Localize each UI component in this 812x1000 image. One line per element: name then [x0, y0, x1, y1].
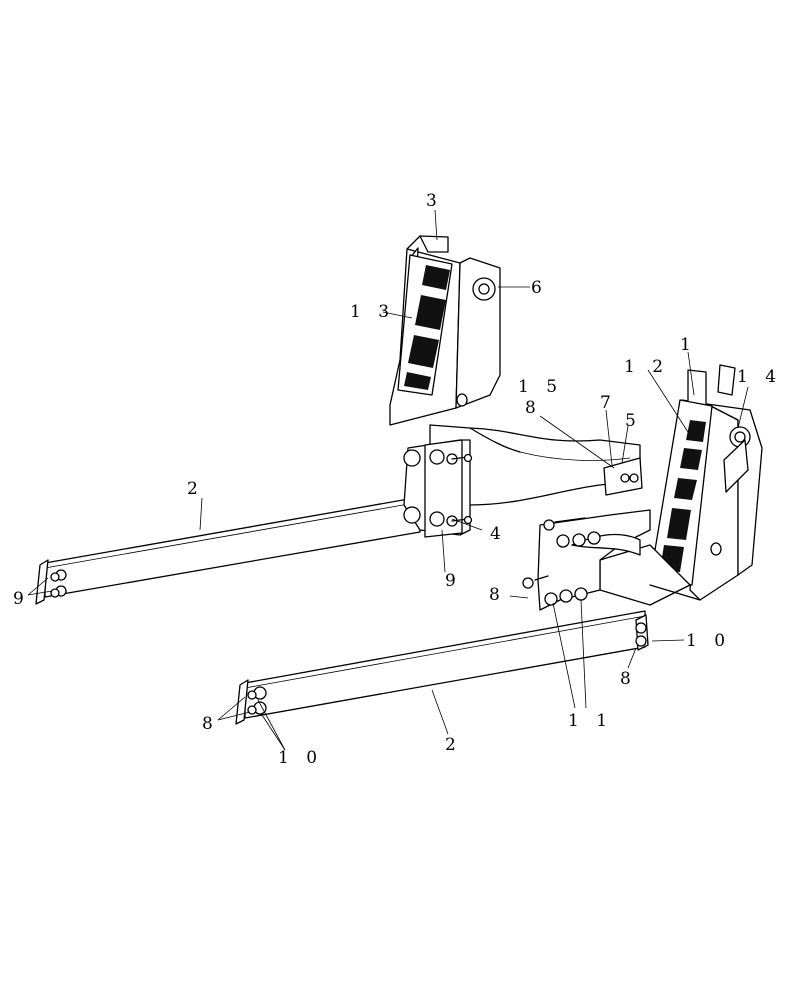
label-9-left: 9: [13, 589, 30, 609]
label-6: 6: [531, 278, 548, 298]
label-7: 7: [600, 393, 617, 413]
label-13: 1 3: [350, 302, 395, 322]
left-upright: [389, 235, 641, 506]
label-14: 1 4: [737, 367, 782, 387]
label-3: 3: [426, 191, 443, 211]
leader-lines: [27, 209, 749, 751]
label-2-upper: 2: [187, 479, 204, 499]
label-12: 1 2: [624, 357, 669, 377]
label-8-mid: 8: [489, 585, 506, 605]
right-upright: [599, 364, 763, 606]
label-5: 5: [625, 411, 642, 431]
label-8-right: 8: [620, 669, 637, 689]
right-bracket: [522, 509, 651, 611]
left-decal: [404, 265, 450, 390]
upper-arm: [35, 496, 421, 605]
label-8-left: 8: [202, 714, 219, 734]
lower-arm: [235, 610, 649, 725]
label-1: 1: [680, 335, 697, 355]
left-bracket: [403, 439, 473, 538]
right-decal: [660, 420, 706, 572]
label-15: 1 5: [518, 377, 563, 397]
label-2-lower: 2: [445, 735, 462, 755]
part-labels: 3 6 1 3 1 1 2 1 4 1 5 8 7 5 2 4 9 9 8 1 …: [13, 191, 782, 768]
label-4: 4: [490, 524, 507, 544]
label-10-right: 1 0: [686, 631, 731, 651]
label-8-top: 8: [525, 398, 542, 418]
label-11: 1 1: [568, 711, 613, 731]
label-10-left: 1 0: [278, 748, 323, 768]
label-9-center: 9: [445, 571, 462, 591]
